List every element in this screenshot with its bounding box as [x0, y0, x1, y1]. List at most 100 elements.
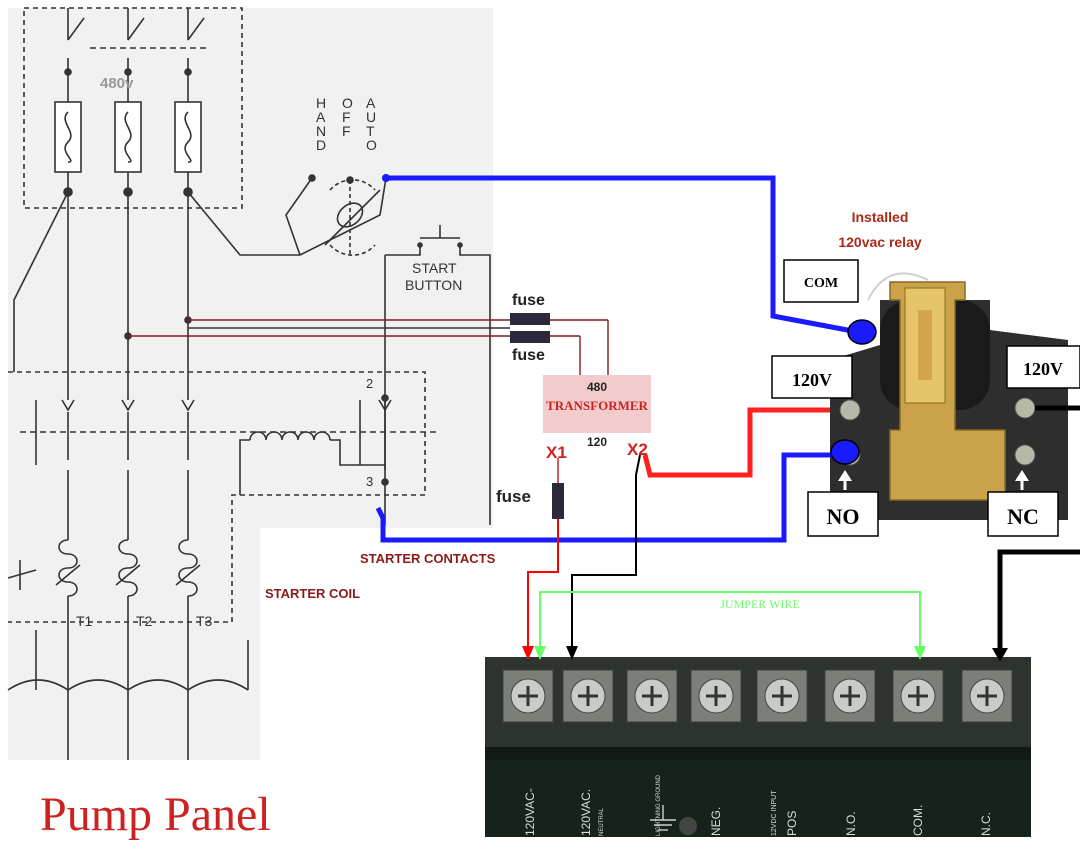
starter-coil-label: STARTER COIL [265, 586, 360, 601]
switch-letters-auto: A U T O [366, 95, 377, 153]
wire-red-coil [642, 407, 830, 478]
terminal-label-area [485, 760, 1031, 837]
svg-text:T: T [366, 123, 375, 139]
arrow-green-right [914, 646, 926, 660]
svg-text:A: A [366, 95, 376, 111]
relay-labels: COM 120V 120V NO NC [771, 259, 1080, 537]
terminal-label: NEG. [709, 807, 723, 836]
fuse-bottom-label: fuse [512, 347, 545, 364]
fuse-bottom-symbol [510, 331, 550, 343]
relay-title-line1: Installed [852, 209, 909, 225]
starter-contact-symbols [20, 394, 440, 540]
terminal-label: 120VAC. [579, 789, 593, 836]
com-label-box [783, 259, 859, 303]
terminal-label: COM. [911, 805, 925, 836]
arrow-nc [992, 648, 1008, 662]
wire-black-nc [997, 549, 1080, 650]
switch-letters-hand: H A N D [316, 95, 326, 153]
secondary-fuse-label: fuse [496, 487, 531, 506]
schematic-sheet [8, 8, 493, 760]
overload-heaters [7, 539, 249, 760]
nc-label: NC [1007, 504, 1039, 529]
fuse-top-label: fuse [512, 292, 545, 309]
dot-no [830, 439, 860, 465]
control-fuses: fuse fuse [510, 292, 550, 364]
nc-label-box [987, 491, 1059, 537]
svg-text:H: H [316, 95, 326, 111]
arrow-green-left [534, 646, 546, 660]
terminal-screw [626, 669, 678, 723]
terminal-screw [961, 669, 1013, 723]
no-label-box [807, 491, 879, 537]
no-label: NO [827, 504, 860, 529]
wire-green-jumper [539, 591, 921, 648]
secondary-fuse-symbol [552, 483, 564, 519]
contact-2-label: 2 [366, 376, 373, 391]
transformer-name: TRANSFORMER [546, 398, 648, 413]
svg-text:N: N [316, 123, 326, 139]
svg-text:O: O [366, 137, 377, 153]
arrow-red [522, 646, 534, 660]
wire-black-x2 [571, 454, 641, 648]
motor-terminal-t2: T2 [136, 613, 153, 629]
terminal-screw [756, 669, 808, 723]
terminal-label: POS [785, 811, 799, 836]
terminal-screw [562, 669, 614, 723]
relay-screw-right [1014, 397, 1036, 419]
arrow-black [566, 646, 578, 660]
disconnect-enclosure [23, 7, 243, 209]
svg-text:F: F [342, 109, 351, 125]
com-label: COM [804, 276, 838, 291]
jumper-wire-label: JUMPER WIRE [720, 597, 799, 611]
coil-left-label: 120V [792, 370, 832, 390]
terminal-sublabel-neutral: NEUTRAL [599, 807, 605, 836]
hand-off-auto-switch [285, 174, 390, 256]
coil-right-label-box [1006, 345, 1080, 389]
start-button-line1: START [412, 260, 457, 276]
svg-text:D: D [316, 137, 326, 153]
ground-hole [679, 817, 697, 835]
voltage-label: 480v [100, 75, 134, 92]
coil-left-label-box [771, 355, 853, 399]
wire-red-terminal [527, 519, 559, 648]
terminal-screw [824, 669, 876, 723]
terminal-screw [502, 669, 554, 723]
svg-text:U: U [366, 109, 376, 125]
starter-contacts-label: STARTER CONTACTS [360, 551, 496, 566]
wire-blue-com [386, 175, 859, 335]
svg-text:A: A [316, 109, 326, 125]
terminal-label: N.C. [979, 812, 993, 836]
relay-title-line2: 120vac relay [838, 234, 922, 250]
transformer: 480 TRANSFORMER 120 X1 X2 [543, 375, 651, 462]
load-lines [13, 191, 300, 400]
arrow-white-no-head [838, 470, 852, 481]
fuse-top-symbol [510, 313, 550, 325]
terminal-screw [690, 669, 742, 723]
wires [375, 174, 1080, 662]
transformer-x2: X2 [627, 440, 648, 459]
schematic [7, 7, 609, 760]
arrow-white-nc-head [1015, 470, 1029, 481]
motor-terminal-t1: T1 [76, 613, 93, 629]
contact-3-label: 3 [366, 474, 373, 489]
schematic-labels: 480v H A N D O F F A U T O START BUTTON … [76, 75, 496, 629]
caption-pump-panel: Pump Panel [40, 788, 271, 841]
dot-com [847, 319, 877, 345]
terminal-label: LIGHTNING GROUND [656, 774, 662, 836]
coil-right-label: 120V [1023, 359, 1063, 379]
transformer-x1: X1 [546, 443, 567, 462]
transformer-box [543, 375, 651, 433]
relay-spring [918, 310, 932, 380]
terminal-label: 120VAC- [523, 788, 537, 836]
relay-screw-left [839, 399, 861, 421]
switch-letters-off: O F F [342, 95, 353, 139]
terminal-screw [892, 669, 944, 723]
svg-text:O: O [342, 95, 353, 111]
secondary-fuse: fuse [496, 483, 564, 519]
starter-coil-symbol [239, 431, 385, 495]
start-button-line2: BUTTON [405, 277, 462, 293]
